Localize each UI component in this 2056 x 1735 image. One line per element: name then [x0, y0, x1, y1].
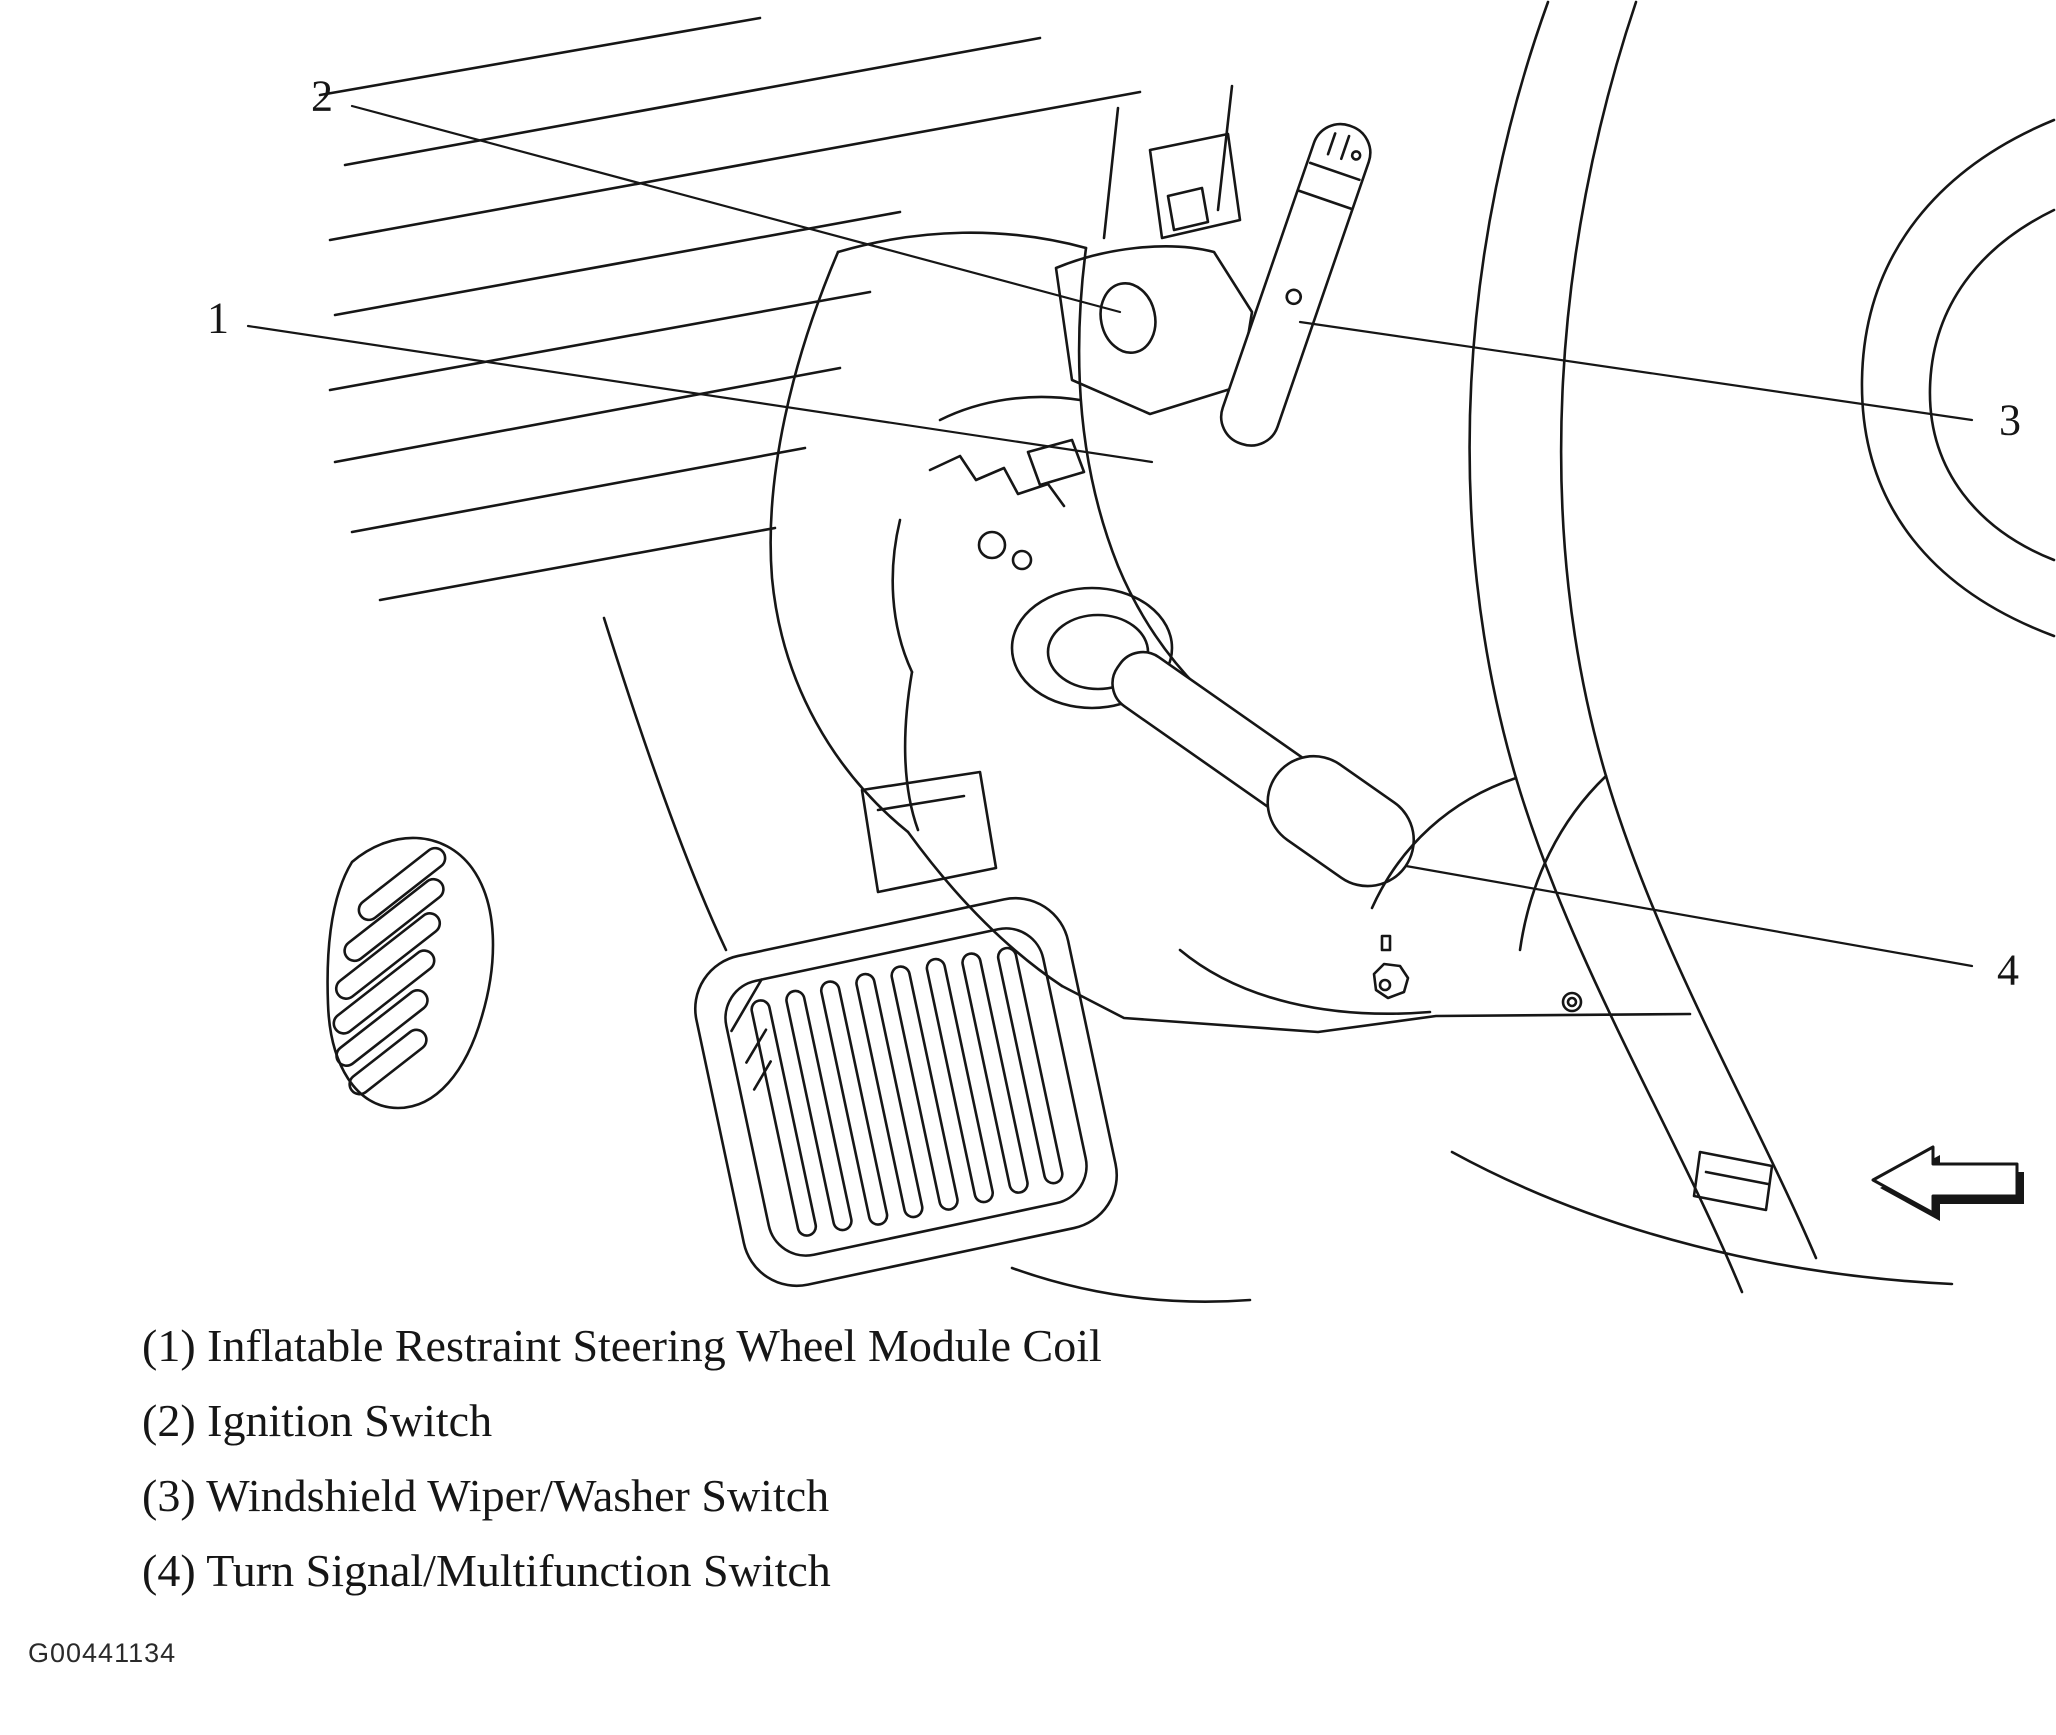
kick-panel — [1450, 1150, 1954, 1286]
direction-arrow-icon — [1871, 1145, 2024, 1221]
ignition-keyhole — [1099, 282, 1157, 354]
callout-number-4: 4 — [1997, 945, 2019, 995]
legend-item-4: (4) Turn Signal/Multifunction Switch — [142, 1545, 831, 1596]
dash-top-hatch-lines — [318, 16, 1142, 602]
steering-wheel-module-coil — [860, 395, 1174, 894]
air-vent — [693, 896, 1119, 1288]
callout-number-3: 3 — [1999, 395, 2021, 445]
leader-line-4 — [1404, 864, 1974, 968]
leader-line-2 — [350, 104, 1122, 314]
callout-number-2: 2 — [311, 71, 333, 121]
legend-item-3: (3) Windshield Wiper/Washer Switch — [142, 1470, 830, 1521]
callout-number-1: 1 — [207, 293, 229, 343]
figure-code: G00441134 — [28, 1638, 177, 1668]
speaker-grille — [326, 836, 495, 1110]
legend-item-1: (1) Inflatable Restraint Steering Wheel … — [142, 1320, 1102, 1371]
steering-wheel-rim — [1370, 0, 2056, 1294]
legend: (1) Inflatable Restraint Steering Wheel … — [142, 1308, 1102, 1608]
ignition-switch-housing — [1054, 245, 1254, 416]
leader-line-3 — [1298, 320, 1974, 422]
turn-signal-stalk — [1111, 650, 1416, 888]
leader-line-1 — [246, 324, 1154, 464]
ignition-bracket — [1102, 84, 1242, 240]
leader-lines — [246, 104, 1974, 968]
lower-column-cover — [906, 830, 1692, 1034]
legend-item-2: (2) Ignition Switch — [142, 1395, 493, 1446]
dash-body-curves — [602, 616, 1252, 1303]
wiper-washer-stalk — [1219, 122, 1372, 447]
